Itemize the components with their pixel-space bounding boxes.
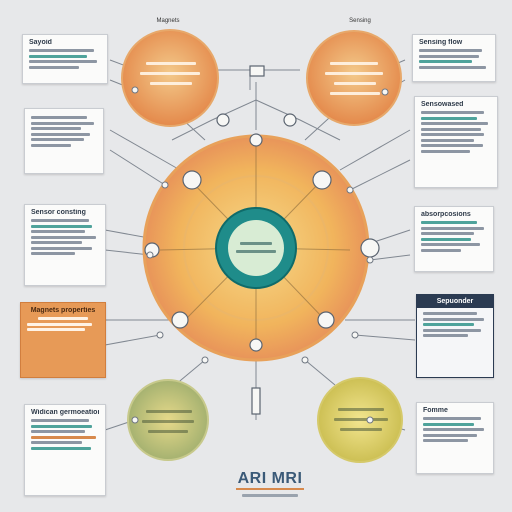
sensor-node-icon [312, 170, 332, 190]
info-card-right-2: Sensowased [414, 96, 498, 188]
brand-logo: ARI MRI [230, 470, 310, 497]
card-title: Sayoid [29, 39, 52, 46]
info-card-top-right: Sensing flow [412, 34, 496, 82]
probe-icon [251, 387, 261, 415]
satellite-title-magnets: Magnets [156, 18, 180, 24]
highlight-card-left: Magnets properties [20, 302, 106, 378]
node-icon-top-left [216, 113, 230, 127]
info-card-left-3: Sensor consting [24, 204, 106, 286]
card-title: Widican germoeation [31, 409, 99, 416]
info-card-bottom-left: Widican germoeation [24, 404, 106, 496]
chip-icon [249, 65, 265, 77]
node-icon-lower-right [317, 311, 335, 329]
highlight-card-right: Sepuonder [416, 294, 494, 378]
gear-node-icon [182, 170, 202, 190]
card-title: Sensing flow [419, 39, 463, 46]
node-icon-bottom [249, 338, 263, 352]
brand-logo-text: ARI MRI [235, 470, 305, 490]
node-icon-top [249, 133, 263, 147]
brand-tagline-bar [242, 494, 298, 497]
node-icon-top-right [283, 113, 297, 127]
hub-core-inner [228, 220, 284, 276]
card-title: Sepuonder [417, 295, 493, 308]
info-card-right-3: absorpcosions [414, 206, 494, 272]
info-card-top-left: Sayoid [22, 34, 108, 84]
node-icon-lower-left [171, 311, 189, 329]
card-title: Magnets properties [30, 307, 96, 314]
info-card-left-2 [24, 108, 104, 174]
satellite-title-sensing: Sensing [349, 18, 371, 24]
card-title: absorpcosions [421, 211, 471, 218]
hub-node-icons [144, 65, 380, 415]
node-icon-right [360, 238, 380, 258]
card-title: Sensowased [421, 101, 464, 108]
satellite-top-right [306, 30, 402, 126]
card-title: Sensor consting [31, 209, 86, 216]
info-card-bottom-right: Fomme [416, 402, 494, 474]
card-title: Fomme [423, 407, 448, 414]
satellite-top-left [121, 29, 219, 127]
